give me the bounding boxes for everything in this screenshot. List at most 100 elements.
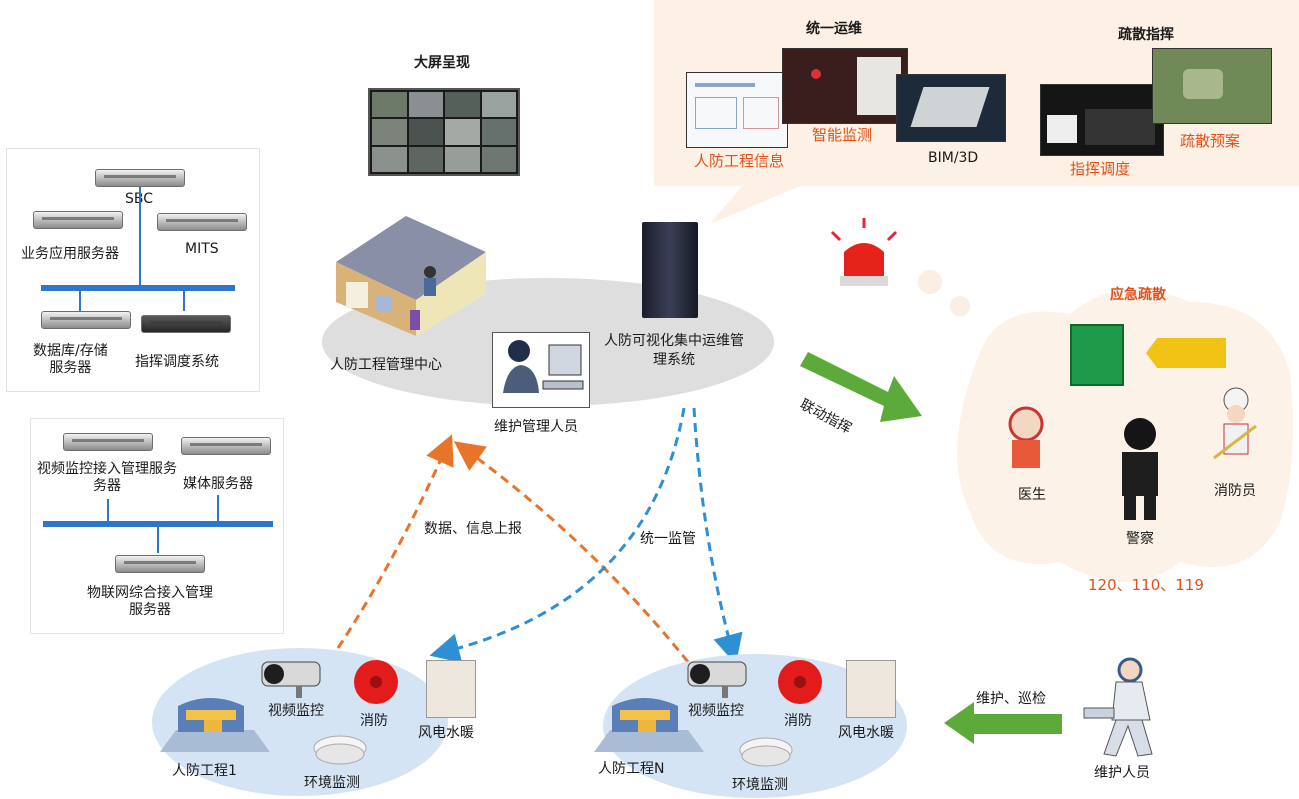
site-1-name: 人防工程1 [172,763,237,779]
bus-drop [157,527,159,553]
bus-drop [79,291,81,311]
maintain-patrol-label: 维护、巡检 [976,691,1046,707]
monitor-panel [857,57,901,115]
site-n-hvac-label: 风电水暖 [838,725,894,741]
video-wall-screen [481,146,516,172]
sbc-server-icon [95,169,185,187]
info-bar [695,83,755,87]
exit-arrow-sign-icon [1146,338,1226,368]
site-n-camera-icon [687,661,747,698]
video-wall-screen [408,146,443,172]
maintenance-worker-label: 维护人员 [1094,765,1150,781]
database-server-icon [41,311,131,329]
evac-plan-label: 疏散预案 [1180,132,1241,150]
site-n-fire-bell-icon [778,660,822,704]
site-1-hvac-icon [426,660,476,718]
bus-drop [107,499,109,523]
command-system-icon [141,315,231,333]
server-rack-icon [642,222,698,318]
server-bus-bottom [43,521,273,527]
maintenance-staff-label: 维护管理人员 [494,419,578,435]
emergency-evac-title: 应急疏散 [1110,287,1166,303]
data-report-label: 数据、信息上报 [424,521,522,537]
doctor-icon [1008,406,1044,468]
unified-supervision-label: 统一监管 [640,531,696,547]
video-wall-screen [445,92,480,118]
supervision-arrow-1 [429,407,686,663]
video-wall-screen [481,92,516,118]
server-panel-top: SBC 业务应用服务器 MITS 数据库/存储 服务器 指挥调度系统 [6,148,260,392]
dispatch-grid [1085,109,1155,145]
police-icon [1122,418,1158,520]
command-dispatch-label: 指挥调度 [1070,160,1131,178]
bim-screen [896,74,1006,142]
site-n-name: 人防工程N [598,761,665,777]
iot-access-label: 物联网综合接入管理 服务器 [87,585,213,618]
media-server-icon [181,437,271,455]
big-screen-title: 大屏呈现 [414,55,470,71]
info-bar [695,97,737,129]
ops-system-label: 人防可视化集中运维管 理系统 [604,333,744,368]
site-n-hvac-icon [846,660,896,718]
hotlines-label: 120、110、119 [1088,576,1204,594]
site-n-fire-label: 消防 [784,713,812,729]
bus-drop [217,495,219,523]
video-wall-screen [408,119,443,145]
bus-drop [139,187,141,287]
operator-icon [503,340,584,393]
monitor-dot [811,69,821,79]
management-center-house-icon [336,216,486,336]
site-1-fire-bell-icon [354,660,398,704]
site-n-platform [603,654,907,798]
maintenance-staff-box [492,332,590,408]
doctor-label: 医生 [1018,487,1046,503]
site-n-video-label: 视频监控 [688,703,744,719]
data-report-arrow-1 [336,434,454,649]
video-wall [368,88,520,176]
engineering-info-screen [686,72,788,148]
media-server-label: 媒体服务器 [183,476,253,492]
video-wall-screen [372,92,407,118]
engineering-info-label: 人防工程信息 [694,152,785,170]
iot-access-server-icon [115,555,205,573]
site-1-env-sensor-icon [313,735,367,765]
management-center-label: 人防工程管理中心 [330,357,442,373]
site-1-fire-label: 消防 [360,713,388,729]
supervision-arrow-n [692,407,743,665]
video-wall-screen [481,119,516,145]
business-server-label: 业务应用服务器 [21,246,119,262]
site-n-tunnel-icon [594,698,704,752]
smart-monitor-screen [782,48,908,124]
bim-label: BIM/3D [928,150,979,166]
police-label: 警察 [1126,531,1154,547]
server-panel-bottom: 视频监控接入管理服务 务器 媒体服务器 物联网综合接入管理 服务器 [30,418,284,634]
dispatch-panel [1047,115,1077,143]
server-bus-top [41,285,235,291]
site-1-hvac-label: 风电水暖 [418,725,474,741]
site-1-camera-icon [261,661,321,698]
video-access-server-icon [63,433,153,451]
maintenance-worker-icon [1083,657,1153,757]
business-server-icon [33,211,123,229]
smart-monitor-label: 智能监测 [812,126,873,144]
exit-sign-icon [1070,324,1124,386]
bus-drop [183,291,185,311]
alarm-light-icon [830,218,898,286]
mits-label: MITS [185,241,219,257]
video-wall-screen [445,146,480,172]
site-1-env-label: 环境监测 [304,775,360,791]
patrol-arrow [944,702,1062,744]
evac-plan-screen [1152,48,1272,124]
database-label: 数据库/存储 服务器 [33,343,108,376]
map-patch [1183,69,1223,99]
site-n-env-label: 环境监测 [732,777,788,793]
video-access-label: 视频监控接入管理服务 务器 [37,461,177,494]
unified-ops-title: 统一运维 [806,21,862,37]
command-dispatch-screen [1040,84,1164,156]
video-wall-screen [372,119,407,145]
firefighter-label: 消防员 [1214,483,1256,499]
command-system-label: 指挥调度系统 [135,354,219,370]
info-bar [743,97,779,129]
video-wall-screen [408,92,443,118]
